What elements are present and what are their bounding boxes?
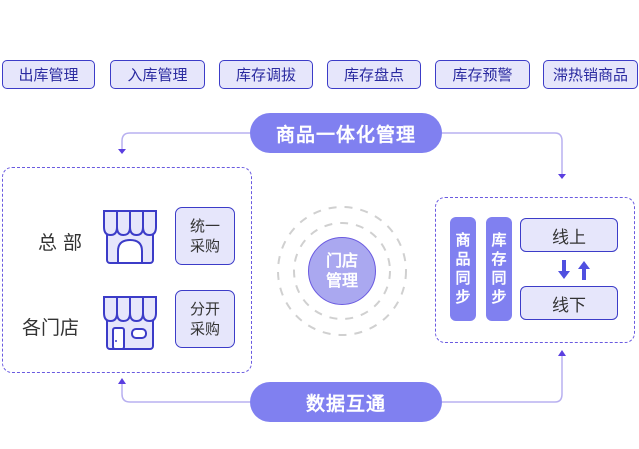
bar-char: 商 — [455, 231, 471, 249]
offline-button[interactable]: 线下 — [520, 286, 618, 320]
top-button-label: 滞热销商品 — [552, 66, 628, 84]
offline-label: 线下 — [552, 295, 586, 316]
top-button-alert[interactable]: 库存预警 — [435, 60, 530, 89]
sync-arrows — [558, 260, 590, 280]
bar-char: 同 — [455, 269, 471, 287]
arrow-up-left-icon — [118, 378, 126, 384]
connector-top-left — [121, 132, 250, 150]
top-pill-label: 商品一体化管理 — [275, 123, 416, 146]
bar-char: 步 — [455, 288, 471, 306]
top-button-bestseller[interactable]: 滞热销商品 — [543, 60, 638, 89]
storefront-door-window-icon — [103, 296, 157, 350]
top-button-transfer[interactable]: 库存调拔 — [219, 60, 313, 89]
connector-bottom-right — [442, 356, 563, 403]
button-line: 采购 — [189, 320, 220, 338]
inventory-sync-bar: 库 存 同 步 — [486, 217, 512, 321]
center-line: 门店 — [325, 251, 358, 270]
storefront-arch-icon — [103, 210, 157, 264]
arrow-up-icon — [578, 261, 590, 280]
connector-top-right — [442, 132, 563, 175]
online-label: 线上 — [552, 227, 586, 248]
product-sync-bar: 商 品 同 步 — [450, 217, 476, 321]
left-panel — [2, 167, 252, 373]
top-pill: 商品一体化管理 — [250, 113, 442, 153]
bar-char: 库 — [491, 231, 507, 249]
top-button-stocktake[interactable]: 库存盘点 — [327, 60, 421, 89]
arrow-down-right-icon — [558, 174, 566, 179]
bar-char: 同 — [491, 269, 507, 287]
right-panel — [435, 197, 635, 343]
button-line: 采购 — [189, 237, 220, 255]
top-button-label: 库存调拔 — [235, 66, 296, 84]
center-line: 管理 — [325, 271, 358, 290]
arrow-down-icon — [558, 260, 570, 279]
bottom-pill-label: 数据互通 — [305, 392, 386, 415]
online-button[interactable]: 线上 — [520, 218, 618, 252]
button-line: 分开 — [189, 300, 220, 318]
unified-purchase-button[interactable]: 统一 采购 — [175, 207, 235, 265]
top-button-label: 库存预警 — [452, 66, 513, 84]
bar-char: 步 — [491, 288, 507, 306]
hq-label: 总 部 — [38, 232, 83, 254]
top-button-inbound[interactable]: 入库管理 — [110, 60, 205, 89]
stores-label: 各门店 — [22, 317, 80, 339]
arrow-down-left-icon — [118, 149, 126, 154]
bottom-pill: 数据互通 — [250, 382, 442, 422]
button-line: 统一 — [189, 217, 220, 235]
top-button-outbound[interactable]: 出库管理 — [2, 60, 95, 89]
store-management-circle: 门店 管理 — [308, 237, 376, 305]
bar-char: 品 — [455, 250, 471, 268]
separate-purchase-button[interactable]: 分开 采购 — [175, 290, 235, 348]
top-button-label: 入库管理 — [127, 66, 188, 84]
arrow-up-right-icon — [558, 350, 566, 356]
top-button-label: 出库管理 — [18, 66, 79, 84]
bar-char: 存 — [491, 250, 507, 268]
top-button-label: 库存盘点 — [343, 66, 404, 84]
connector-bottom-left — [121, 384, 250, 403]
